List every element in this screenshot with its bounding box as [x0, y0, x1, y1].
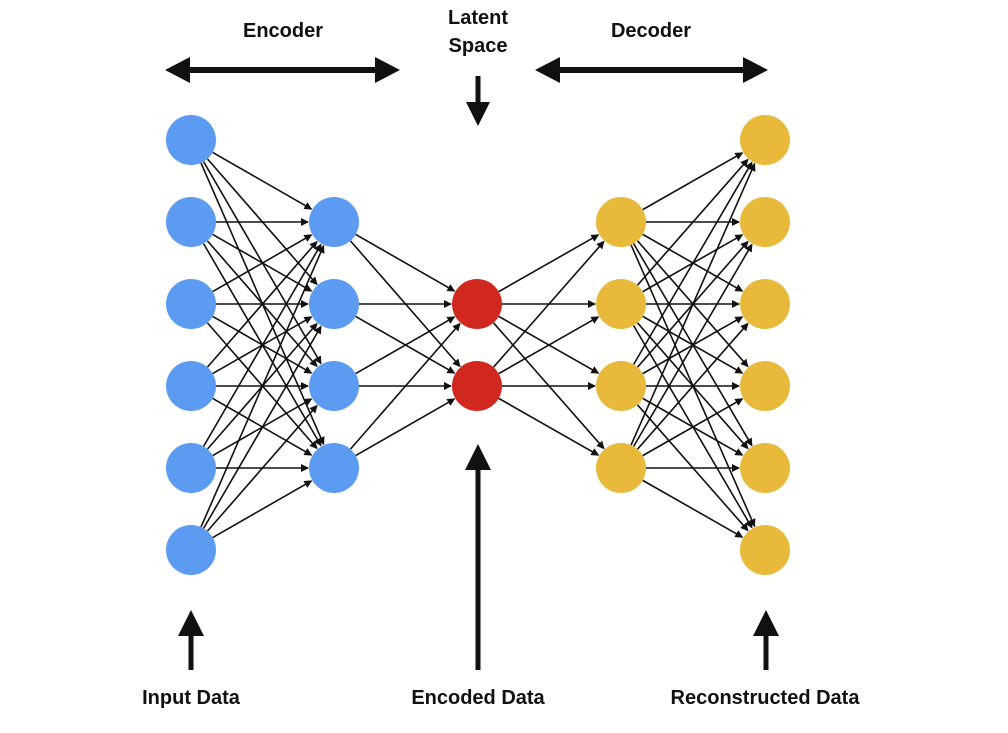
edge-latent-1-to-decoder-hidden-1: [498, 316, 600, 375]
edge-input-3-to-encoder-hidden-0: [206, 240, 318, 368]
edge-latent-0-to-decoder-hidden-0: [498, 234, 600, 293]
edge-input-0-to-encoder-hidden-0: [212, 151, 313, 210]
edge-input-5-to-encoder-hidden-2: [206, 404, 318, 532]
edge-decoder-hidden-0-to-output-0: [642, 152, 744, 211]
decoder-hidden-node-3: [596, 361, 646, 411]
encoder-hidden-node-3: [309, 361, 359, 411]
input-node-1: [166, 115, 216, 165]
decoder-hidden-node-2: [596, 279, 646, 329]
latent-down-arrow: [466, 76, 490, 126]
edge-latent-1-to-decoder-hidden-0: [492, 240, 605, 368]
edge-decoder-hidden-3-to-output-3: [642, 398, 744, 457]
latent-node-2: [452, 361, 502, 411]
encoder-label: Encoder: [243, 20, 323, 42]
edge-input-5-to-encoder-hidden-0: [200, 244, 325, 528]
edge-input-5-to-encoder-hidden-3: [212, 480, 313, 539]
input-node-4: [166, 361, 216, 411]
edge-encoder-hidden-3-to-latent-1: [355, 398, 456, 457]
edge-decoder-hidden-3-to-output-5: [642, 479, 744, 538]
latent-space-label-line2: Space: [449, 35, 508, 57]
latent-space-label-line1: Latent: [448, 7, 508, 29]
input-node-2: [166, 197, 216, 247]
input-node-5: [166, 443, 216, 493]
edge-input-4-to-encoder-hidden-0: [202, 243, 322, 447]
encoder-hidden-node-4: [309, 443, 359, 493]
encoder-span-arrow: [165, 57, 400, 83]
encoded-data-label: Encoded Data: [411, 687, 545, 709]
edge-encoder-hidden-3-to-latent-0: [349, 322, 461, 450]
edge-decoder-hidden-1-to-output-0: [636, 158, 749, 286]
encoded-up-arrow: [465, 444, 491, 670]
input-node-3: [166, 279, 216, 329]
edge-encoder-hidden-0-to-latent-0: [355, 233, 456, 292]
decoder-hidden-node-1: [596, 197, 646, 247]
edge-decoder-hidden-2-to-output-0: [632, 161, 753, 365]
edge-decoder-hidden-3-to-output-1: [632, 243, 753, 447]
nodes: [166, 115, 790, 575]
latent-node-1: [452, 279, 502, 329]
output-node-4: [740, 361, 790, 411]
encoder-hidden-node-1: [309, 197, 359, 247]
input-data-label: Input Data: [142, 687, 241, 709]
decoder-label: Decoder: [611, 20, 691, 42]
edge-encoder-hidden-2-to-latent-0: [355, 316, 456, 375]
decoder-span-arrow: [535, 57, 768, 83]
edge-input-5-to-encoder-hidden-1: [202, 325, 322, 529]
output-node-5: [740, 443, 790, 493]
decoder-hidden-node-4: [596, 443, 646, 493]
input-node-6: [166, 525, 216, 575]
output-node-1: [740, 115, 790, 165]
reconstructed-data-label: Reconstructed Data: [671, 687, 861, 709]
encoder-hidden-node-2: [309, 279, 359, 329]
edge-decoder-hidden-3-to-output-2: [636, 322, 749, 450]
input-up-arrow: [178, 610, 204, 670]
edges: [200, 151, 756, 539]
output-node-3: [740, 279, 790, 329]
edge-input-2-to-encoder-hidden-0: [212, 234, 313, 293]
edge-decoder-hidden-3-to-output-0: [630, 162, 756, 446]
output-node-6: [740, 525, 790, 575]
output-node-2: [740, 197, 790, 247]
edge-latent-1-to-decoder-hidden-3: [498, 397, 600, 456]
reconstructed-up-arrow: [753, 610, 779, 670]
